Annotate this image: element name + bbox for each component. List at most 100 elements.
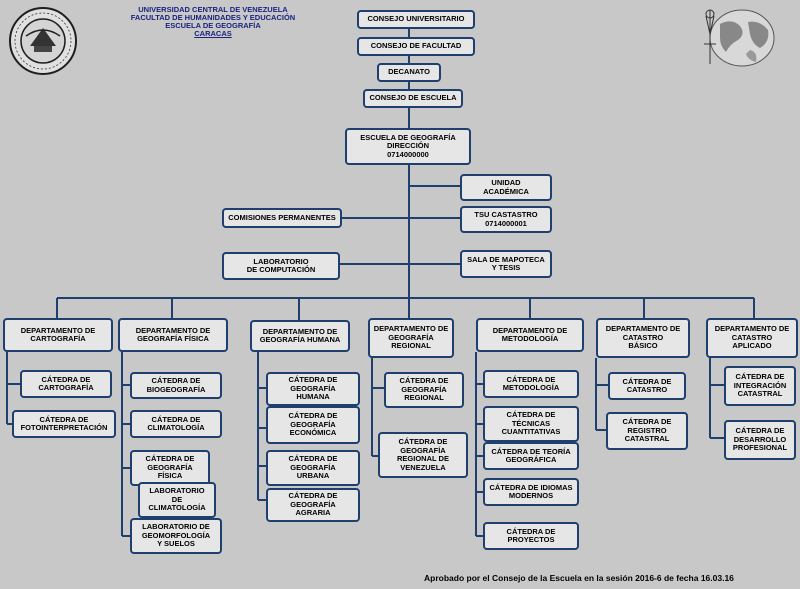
unit-label: GEOMORFOLOGÍA: [141, 530, 211, 540]
unit-label: CÁTEDRA DE: [288, 375, 338, 385]
node-direccion: ESCUELA DE GEOGRAFÍA DIRECCIÓN 071400000…: [345, 128, 471, 165]
unit-label: CÁTEDRA DE: [288, 491, 338, 501]
unit-label: CÁTEDRA DE: [399, 376, 449, 386]
unit-label: LABORATORIO: [149, 486, 205, 496]
node-label: Y TESIS: [491, 263, 521, 272]
unit-label: CÁTEDRA DE: [151, 414, 201, 424]
unit-label: VENEZUELA: [400, 462, 446, 472]
header-line-city: CARACAS: [194, 29, 232, 38]
unit-catedra-geografia-regional-venezuela: CÁTEDRA DE GEOGRAFÍA REGIONAL DE VENEZUE…: [378, 432, 468, 478]
node-tsu-catastro: TSU CASTASTRO 0714000001: [460, 206, 552, 233]
node-consejo-facultad: CONSEJO DE FACULTAD: [357, 37, 475, 56]
dept-label: APLICADO: [732, 341, 772, 351]
unit-catedra-fotointerpretacion: CÁTEDRA DE FOTOINTERPRETACIÓN: [12, 410, 116, 438]
unit-label: INTEGRACIÓN: [733, 380, 787, 390]
unit-label: METODOLOGÍA: [502, 383, 560, 392]
node-label: DE COMPUTACIÓN: [246, 265, 316, 274]
unit-label: CÁTEDRA DE: [735, 372, 785, 382]
unit-label: CLIMATOLOGÍA: [148, 503, 206, 513]
unit-label: CLIMATOLOGÍA: [147, 423, 205, 432]
unit-label: GEOGRAFÍA: [147, 462, 193, 472]
unit-label: TÉCNICAS: [511, 418, 551, 428]
dept-label: GEOGRAFÍA HUMANA: [259, 335, 341, 344]
unit-label: REGIONAL: [404, 393, 444, 403]
unit-label: CÁTEDRA DE: [506, 526, 556, 536]
unit-catedra-geografia-agraria: CÁTEDRA DE GEOGRAFÍA AGRARIA: [266, 488, 360, 522]
node-label: CONSEJO DE FACULTAD: [370, 41, 462, 51]
dept-label: CATASTRO: [622, 332, 664, 342]
node-laboratorio-computacion: LABORATORIO DE COMPUTACIÓN: [222, 252, 340, 280]
dept-metodologia: DEPARTAMENTO DE METODOLOGÍA: [476, 318, 584, 352]
dept-cartografia: DEPARTAMENTO DE CARTOGRAFÍA: [3, 318, 113, 352]
unit-label: PROFESIONAL: [732, 443, 788, 453]
dept-geografia-regional: DEPARTAMENTO DE GEOGRAFÍA REGIONAL: [368, 318, 454, 358]
dept-label: DEPARTAMENTO DE: [262, 326, 338, 336]
unit-label: CARTOGRAFÍA: [38, 383, 94, 392]
unit-catedra-idiomas-modernos: CÁTEDRA DE IDIOMAS MODERNOS: [483, 478, 579, 506]
unit-catedra-geografia-humana: CÁTEDRA DE GEOGRAFÍA HUMANA: [266, 372, 360, 406]
unit-catedra-geografia-regional: CÁTEDRA DE GEOGRAFÍA REGIONAL: [384, 372, 464, 408]
node-label: LABORATORIO: [253, 256, 309, 266]
dept-label: GEOGRAFÍA FÍSICA: [137, 334, 209, 343]
dept-label: DEPARTAMENTO DE: [20, 325, 96, 335]
unit-label: CÁTEDRA DE: [622, 376, 672, 386]
dept-label: DEPARTAMENTO DE: [492, 325, 568, 335]
node-label: 0714000001: [485, 218, 527, 228]
header-line-faculty: FACULTAD DE HUMANIDADES Y EDUCACIÓN: [130, 13, 296, 22]
node-label: ESCUELA DE GEOGRAFÍA: [360, 132, 456, 142]
unit-label: CATASTRAL: [737, 389, 783, 399]
unit-catedra-climatologia: CÁTEDRA DE CLIMATOLOGÍA: [130, 410, 222, 438]
unit-label: CÁTEDRA DE: [145, 454, 195, 464]
unit-catedra-cartografia: CÁTEDRA DE CARTOGRAFÍA: [20, 370, 112, 398]
unit-catedra-geografia-fisica: CÁTEDRA DE GEOGRAFÍA FÍSICA: [130, 450, 210, 486]
unit-catedra-registro-catastral: CÁTEDRA DE REGISTRO CATASTRAL: [606, 412, 688, 450]
unit-label: CUANTITATIVAS: [501, 427, 561, 437]
unit-label: CÁTEDRA DE: [735, 426, 785, 436]
unit-label: CÁTEDRA DE: [288, 411, 338, 421]
unit-label: GEOGRAFÍA: [290, 383, 336, 393]
dept-label: DEPARTAMENTO DE: [605, 324, 681, 334]
node-sala-mapoteca: SALA DE MAPOTECA Y TESIS: [460, 250, 552, 278]
unit-label: FOTOINTERPRETACIÓN: [20, 423, 108, 432]
unit-label: URBANA: [296, 471, 330, 481]
unit-label: DE: [171, 494, 183, 504]
header-line-university: UNIVERSIDAD CENTRAL DE VENEZUELA: [138, 5, 288, 14]
node-label: SALA DE MAPOTECA: [467, 254, 545, 264]
unit-label: CÁTEDRA DE: [506, 374, 556, 384]
unit-catedra-biogeografia: CÁTEDRA DE BIOGEOGRAFÍA: [130, 372, 222, 399]
unit-label: GEOGRAFÍA: [290, 419, 336, 429]
dept-label: CATASTRO: [731, 332, 773, 342]
unit-laboratorio-geomorfologia: LABORATORIO DE GEOMORFOLOGÍA Y SUELOS: [130, 518, 222, 554]
dept-label: GEOGRAFÍA: [388, 332, 434, 342]
dept-label: METODOLOGÍA: [501, 334, 559, 343]
globe-compass-icon: [704, 9, 775, 67]
unit-catedra-proyectos: CÁTEDRA DE PROYECTOS: [483, 522, 579, 550]
dept-label: DEPARTAMENTO DE: [135, 325, 211, 335]
unit-catedra-geografia-urbana: CÁTEDRA DE GEOGRAFÍA URBANA: [266, 450, 360, 486]
unit-catedra-desarrollo-profesional: CÁTEDRA DE DESARROLLO PROFESIONAL: [724, 420, 796, 460]
unit-label: GEOGRÁFICA: [505, 455, 557, 464]
dept-label: REGIONAL: [391, 341, 431, 351]
node-consejo-universitario: CONSEJO UNIVERSITARIO: [357, 10, 475, 29]
node-label: ACADÉMICA: [483, 186, 529, 196]
approval-note: Aprobado por el Consejo de la Escuela en…: [424, 573, 734, 583]
node-unidad-academica: UNIDAD ACADÉMICA: [460, 174, 552, 201]
node-label: COMISIONES PERMANENTES: [228, 212, 336, 222]
unit-label: CÁTEDRA DE: [622, 417, 672, 427]
unit-label: LABORATORIO DE: [142, 522, 210, 532]
unit-label: FÍSICA: [157, 471, 183, 481]
unit-catedra-tecnicas-cuantitativas: CÁTEDRA DE TÉCNICAS CUANTITATIVAS: [483, 406, 579, 442]
unit-label: HUMANA: [296, 392, 330, 402]
node-label: TSU CASTASTRO: [474, 210, 538, 219]
dept-label: BÁSICO: [628, 341, 658, 351]
unit-label: CÁTEDRA DE: [151, 376, 201, 385]
unit-label: BIOGEOGRAFÍA: [146, 384, 206, 394]
unit-label: CÁTEDRA DE: [39, 414, 89, 424]
node-comisiones-permanentes: COMISIONES PERMANENTES: [222, 208, 342, 228]
unit-label: CATASTRAL: [624, 434, 670, 444]
unit-label: REGIONAL DE: [397, 454, 449, 463]
unit-label: GEOGRAFÍA: [400, 445, 446, 455]
unit-laboratorio-climatologia: LABORATORIO DE CLIMATOLOGÍA: [138, 482, 216, 518]
unit-catedra-geografia-economica: CÁTEDRA DE GEOGRAFÍA ECONÓMICA: [266, 406, 360, 444]
node-label: CONSEJO UNIVERSITARIO: [367, 14, 465, 24]
